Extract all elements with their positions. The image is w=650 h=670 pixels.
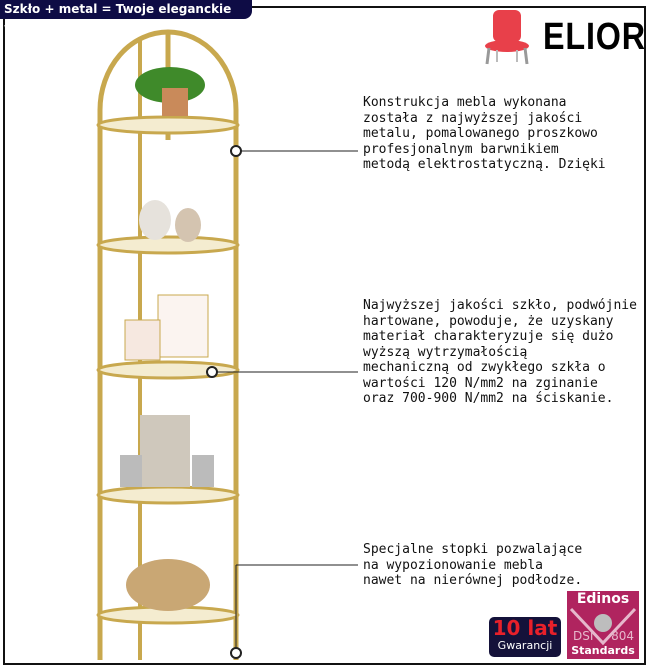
brand-logo: ELIOR <box>483 8 650 66</box>
edinos-v-icon <box>569 607 637 646</box>
edinos-number: 804 <box>611 629 634 643</box>
edinos-dsi: DSI <box>573 629 594 643</box>
text-line: hartowane, powoduje, że uzyskany <box>363 313 614 329</box>
text-line: wyższą wytrzymałością <box>363 344 528 360</box>
description-feet: Specjalne stopki pozwalające na wypozion… <box>363 542 582 589</box>
text-line: nawet na nierównej podłodze. <box>363 573 583 588</box>
warranty-label: Gwarancji <box>497 639 553 652</box>
text-line: Konstrukcja mebla wykonana <box>363 95 567 110</box>
chair-icon <box>485 10 529 65</box>
text-line: metalu, pomalowanego proszkowo <box>363 126 598 141</box>
brand-name: ELIOR <box>543 15 646 58</box>
text-line: została z najwyższej jakości <box>363 110 583 126</box>
description-metal: Konstrukcja mebla wykonana została z naj… <box>363 95 606 173</box>
text-line: Specjalne stopki pozwalające <box>363 542 583 557</box>
text-line: wartości 120 N/mm2 na zginanie <box>363 375 598 391</box>
corner-shelf-image <box>96 29 240 660</box>
text-line: materiał charakteryzuje się dużo <box>363 329 614 344</box>
text-line: mechaniczną od zwykłego szkła o <box>363 360 606 375</box>
warranty-badge: 10 lat Gwarancji <box>489 617 561 657</box>
description-glass: Najwyższej jakości szkło, podwójnie hart… <box>363 298 637 407</box>
text-line: oraz 700-900 N/mm2 na ściskanie. <box>363 391 614 406</box>
warranty-years: 10 lat <box>492 616 558 640</box>
edinos-title: Edinos <box>576 591 630 607</box>
header-title: Szkło + metal = Twoje eleganckie wnętrze… <box>0 0 252 35</box>
text-line: Najwyższej jakości szkło, podwójnie <box>363 298 637 313</box>
text-line: na wypozionowanie mebla <box>363 557 544 573</box>
edinos-badge: Edinos DSI 804 Standards <box>567 591 639 659</box>
edinos-standards: Standards <box>571 644 635 657</box>
content-frame <box>3 6 646 665</box>
text-line: metodą elektrostatyczną. Dzięki <box>363 157 606 172</box>
text-line: profesjonalnym barwnikiem <box>363 141 559 157</box>
